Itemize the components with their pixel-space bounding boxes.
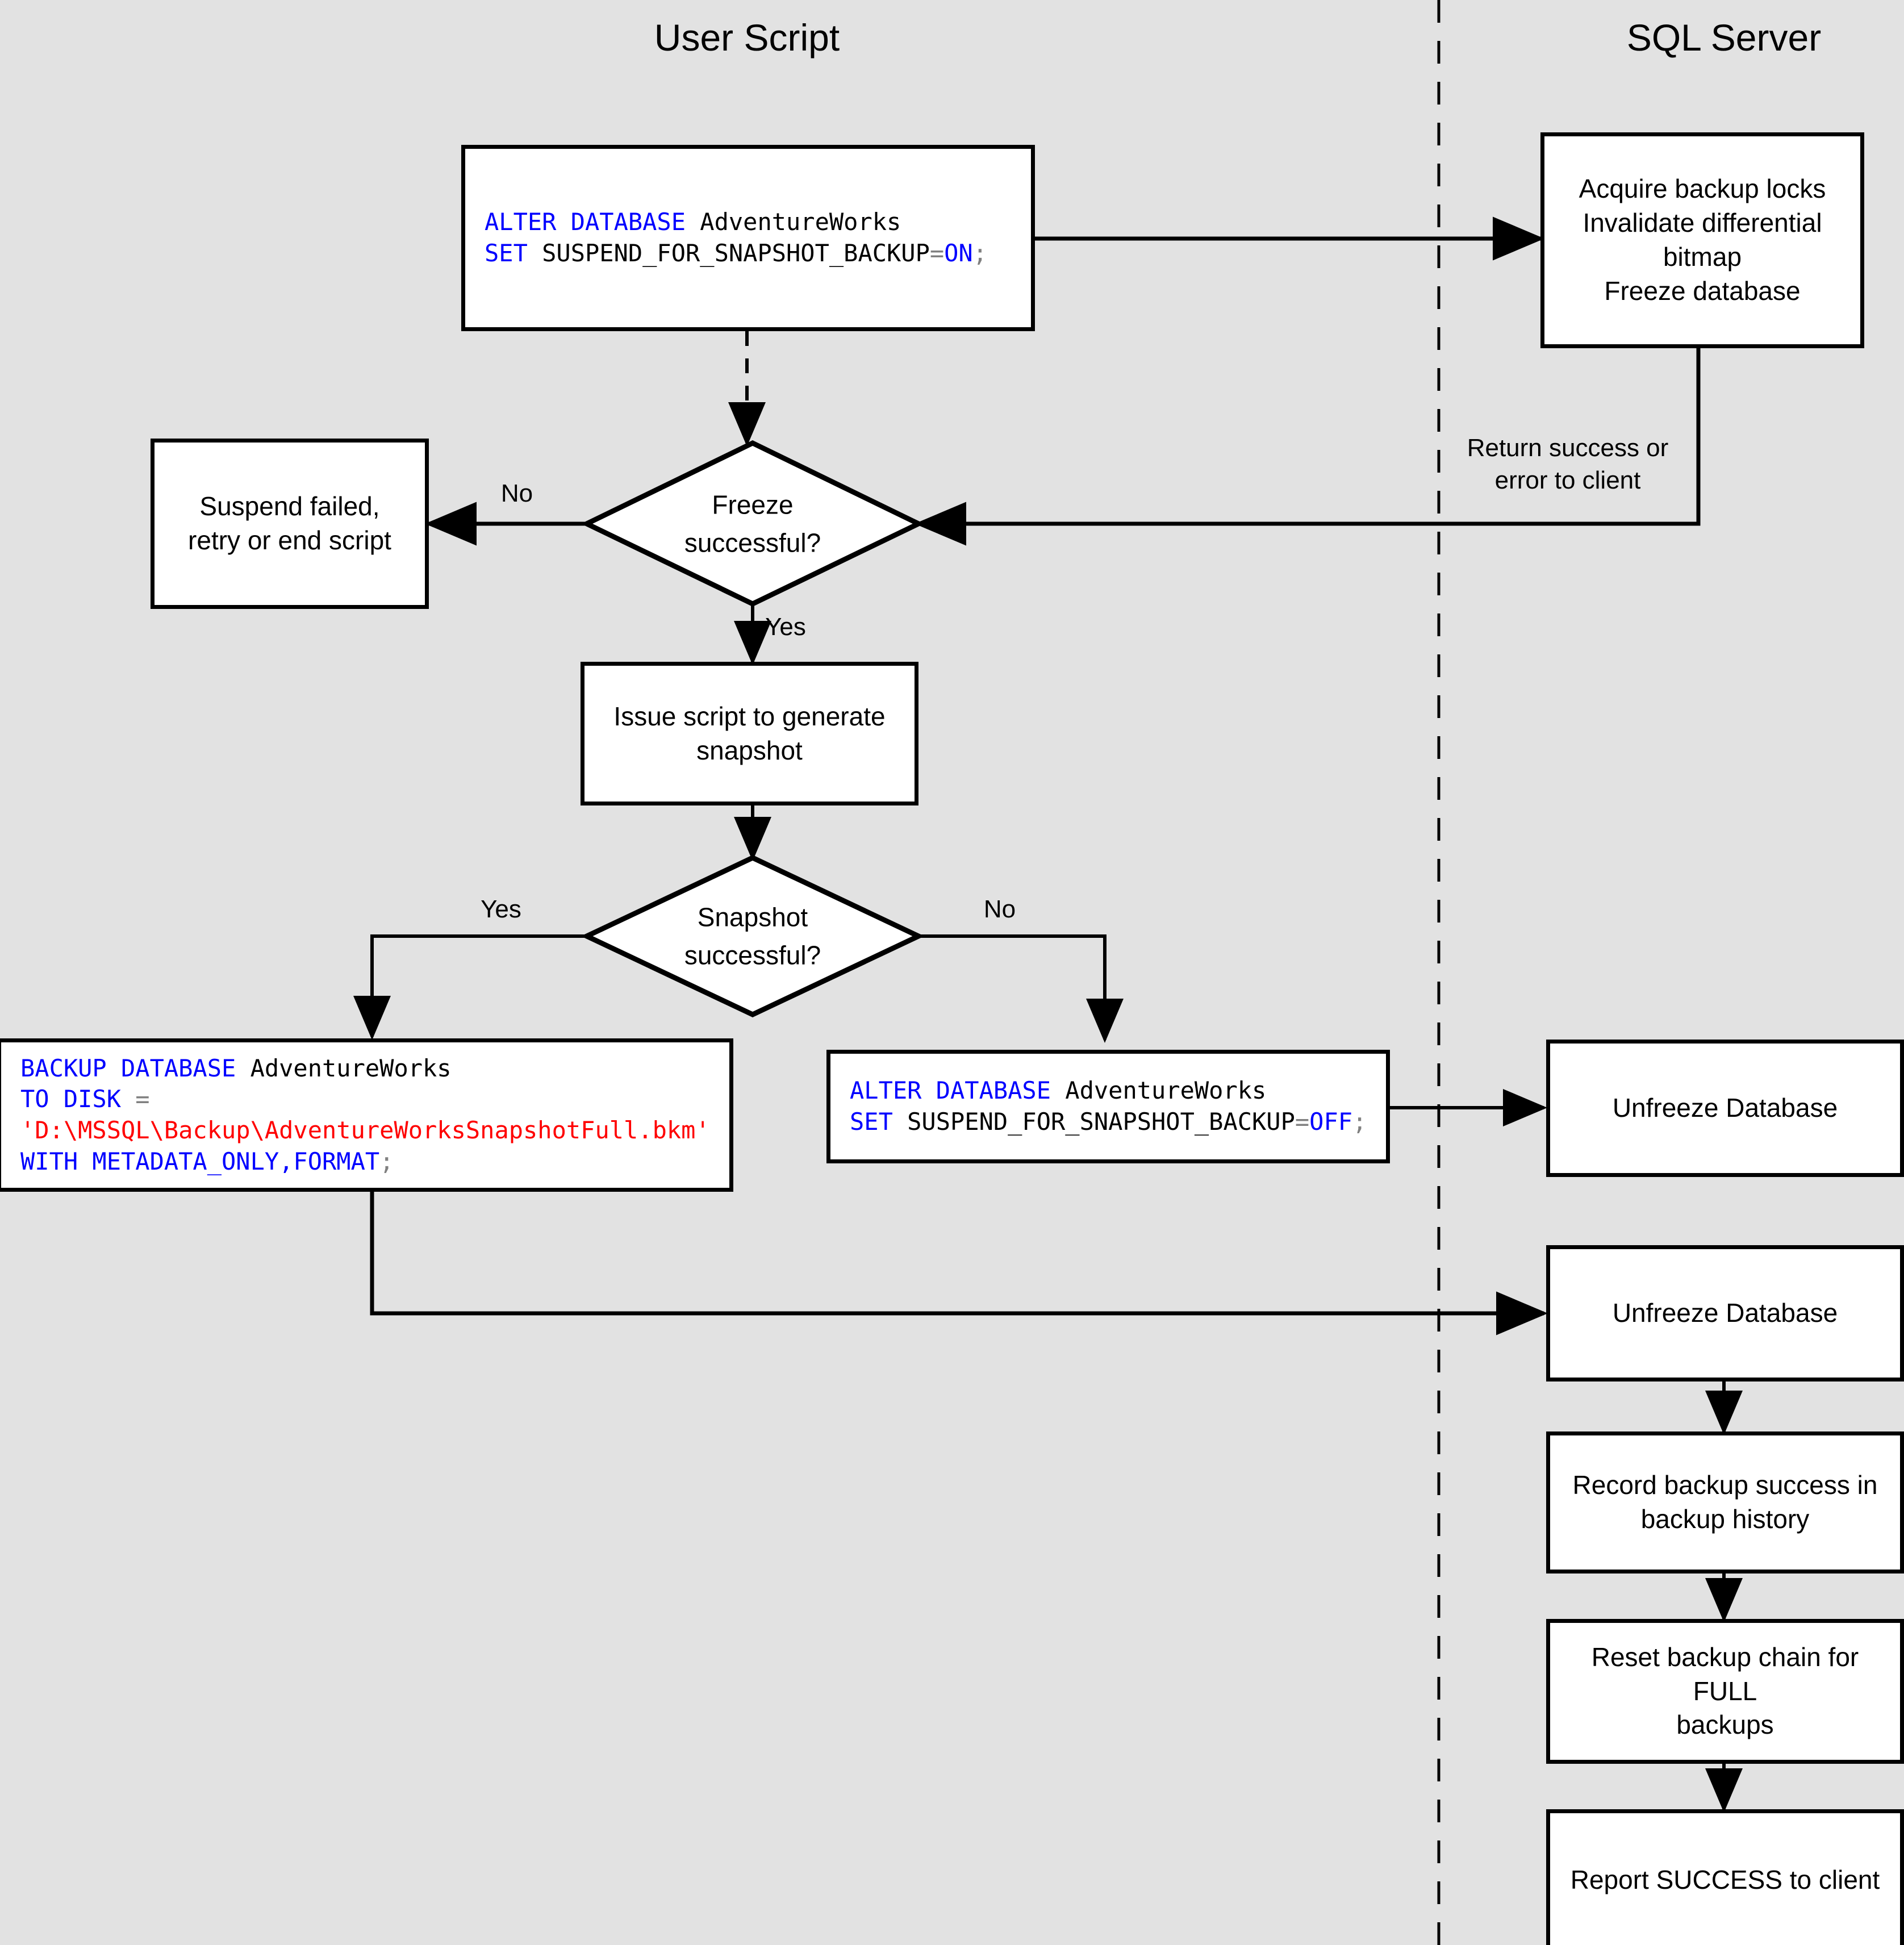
node-unfreeze-database-2[interactable]: Unfreeze Database xyxy=(1546,1245,1904,1381)
edge-label-freeze-yes: Yes xyxy=(765,613,806,641)
edge-snapshot-no-to-alter-off xyxy=(918,934,1124,1043)
backup-database-code: BACKUP DATABASE AdventureWorks TO DISK =… xyxy=(20,1054,710,1175)
edge-label-freeze-no: No xyxy=(500,479,533,507)
node-alter-database-suspend-on[interactable]: ALTER DATABASE AdventureWorks SET SUSPEN… xyxy=(461,145,1035,331)
lane-title-user-script: User Script xyxy=(654,16,840,59)
node-suspend-failed[interactable]: Suspend failed,retry or end script xyxy=(151,439,429,609)
node-report-success-to-client[interactable]: Report SUCCESS to client xyxy=(1546,1809,1904,1945)
node-unfreeze-database-1[interactable]: Unfreeze Database xyxy=(1546,1040,1904,1177)
alter-on-code: ALTER DATABASE AdventureWorks SET SUSPEN… xyxy=(485,208,988,267)
report-success-label: Report SUCCESS to client xyxy=(1570,1865,1880,1895)
node-alter-database-suspend-off[interactable]: ALTER DATABASE AdventureWorks SET SUSPEN… xyxy=(826,1050,1390,1163)
alter-off-code: ALTER DATABASE AdventureWorks SET SUSPEN… xyxy=(850,1076,1367,1136)
unfreeze-1-label: Unfreeze Database xyxy=(1612,1093,1838,1123)
edge-label-snapshot-yes: Yes xyxy=(481,895,521,923)
edge-snapshot-yes-to-backup-database xyxy=(353,934,587,1040)
edge-label-snapshot-no: No xyxy=(983,895,1016,923)
suspend-failed-label: Suspend failed,retry or end script xyxy=(188,491,391,555)
lane-title-sql-server: SQL Server xyxy=(1626,16,1822,59)
unfreeze-2-label: Unfreeze Database xyxy=(1612,1298,1838,1328)
edge-backup-database-to-unfreeze-2 xyxy=(370,1192,1548,1335)
node-backup-database[interactable]: BACKUP DATABASE AdventureWorks TO DISK =… xyxy=(0,1038,733,1192)
